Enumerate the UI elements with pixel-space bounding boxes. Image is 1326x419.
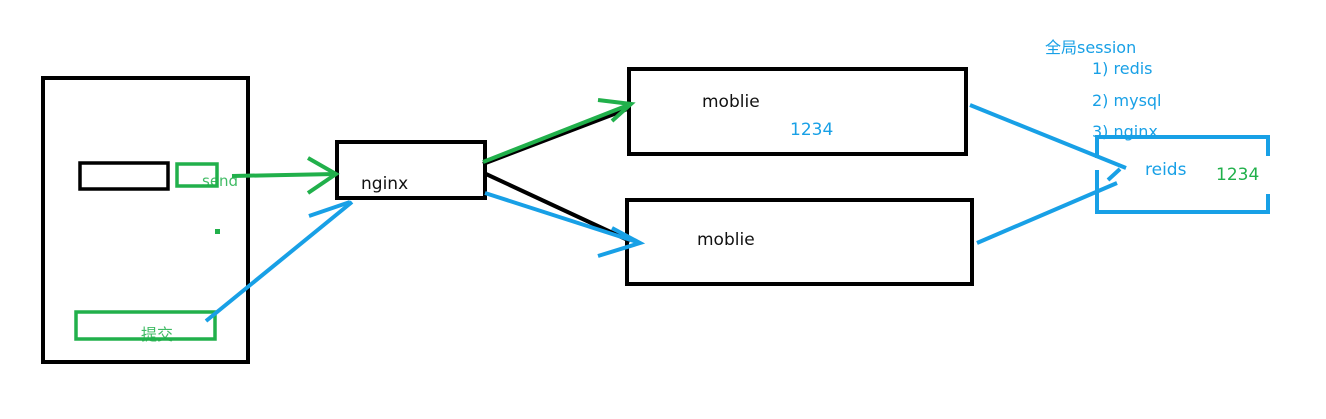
server-top-label: moblie [702, 92, 760, 112]
nginx-to-top-server-arrow [482, 102, 632, 164]
send-to-nginx-arrowhead [306, 156, 340, 195]
notes-title: 全局session [1045, 38, 1136, 57]
nginx-box [335, 140, 487, 200]
submit-button [74, 310, 217, 341]
notes-item-mysql: 2) mysql [1092, 91, 1162, 110]
send-button-label: send [202, 172, 238, 190]
client-box [41, 76, 250, 364]
client-input-field [78, 161, 170, 191]
submit-button-label: 提交 [141, 325, 173, 344]
server-top-session-value: 1234 [790, 120, 833, 140]
session-store-label: reids [1145, 160, 1187, 180]
server-bottom-box [625, 198, 974, 286]
nginx-to-bottom-server-arrowhead [597, 226, 646, 258]
nginx-to-top-server-arrowhead [597, 98, 636, 123]
nginx-to-bottom-server-arrow [484, 191, 641, 245]
submit-to-nginx-line [204, 200, 354, 323]
top-server-to-store-line [969, 103, 1127, 170]
send-button [175, 162, 219, 188]
server-bottom-label: moblie [697, 230, 755, 250]
submit-to-nginx-tick [308, 200, 351, 218]
nginx-to-bottom-server-line [485, 172, 631, 243]
nginx-to-top-server-line [482, 106, 631, 166]
notes-item-redis: 1) redis [1092, 59, 1153, 78]
server-top-box [627, 67, 968, 156]
bottom-server-to-store-line [976, 181, 1118, 245]
session-store-value: 1234 [1216, 165, 1259, 185]
green-dot [215, 229, 220, 234]
notes-item-nginx: 3) nginx [1092, 122, 1158, 141]
send-to-nginx-arrow [231, 172, 337, 178]
nginx-label: nginx [361, 174, 408, 194]
top-server-to-store-tick [1106, 167, 1122, 182]
session-store-box-top [1095, 135, 1270, 158]
